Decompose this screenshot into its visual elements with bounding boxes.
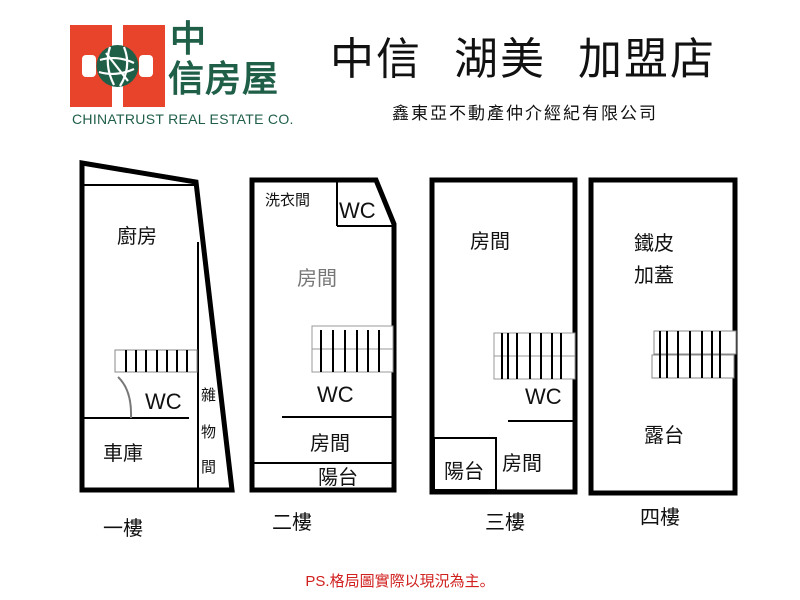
disclaimer-text: 格局圖實際以現況為主。 bbox=[329, 572, 495, 590]
room-bedroom-3f: 房間 bbox=[470, 229, 510, 253]
room-laundry: 洗衣間 bbox=[265, 191, 310, 209]
room-storage-2: 物 bbox=[201, 423, 216, 441]
disclaimer-prefix: PS. bbox=[305, 573, 330, 590]
room-wc-2f-top: WC bbox=[339, 198, 376, 223]
staircase-icon bbox=[493, 332, 576, 380]
floor-label-4f: 四樓 bbox=[640, 505, 680, 529]
logo-brand-en: CHINATRUST REAL ESTATE CO. bbox=[72, 111, 294, 127]
room-storage-1: 雜 bbox=[201, 386, 216, 404]
room-balcony-3f: 陽台 bbox=[444, 459, 484, 483]
staircase-icon bbox=[651, 330, 737, 379]
chinatrust-logo-mark bbox=[70, 25, 165, 107]
disclaimer-note: PS.格局圖實際以現況為主。 bbox=[0, 570, 800, 591]
room-kitchen: 廚房 bbox=[117, 224, 157, 248]
room-balcony-2f: 陽台 bbox=[318, 465, 358, 489]
company-name: 鑫東亞不動產仲介經紀有限公司 bbox=[392, 104, 658, 124]
logo-brand-zh-line1: 中 bbox=[170, 19, 207, 60]
floor-1-plan: 廚房 WC 車庫 雜 物 間 bbox=[79, 160, 235, 493]
door-swing bbox=[117, 376, 133, 419]
room-wc-2f: WC bbox=[317, 382, 354, 407]
room-bedroom-2f: 房間 bbox=[297, 266, 337, 290]
floor-label-3f: 三樓 bbox=[485, 510, 525, 534]
room-wc-1f: WC bbox=[145, 389, 182, 414]
floor-3-plan: 房間 WC 陽台 房間 bbox=[429, 177, 578, 495]
room-storage-3: 間 bbox=[201, 458, 216, 476]
floor-label-1f: 一樓 bbox=[103, 516, 143, 540]
store-title: 中信 湖美 加盟店 bbox=[330, 34, 716, 85]
room-front-3f: 房間 bbox=[502, 451, 542, 475]
room-addition-line2: 加蓋 bbox=[634, 263, 674, 287]
floor-2-outline bbox=[249, 177, 397, 493]
floor-1-outline bbox=[79, 160, 235, 493]
floor-2-plan: 洗衣間 WC 房間 WC 房間 陽台 bbox=[249, 177, 397, 493]
room-terrace: 露台 bbox=[644, 423, 684, 447]
staircase-icon bbox=[311, 325, 394, 373]
room-garage: 車庫 bbox=[103, 441, 143, 465]
floor-4-plan: 鐵皮 加蓋 露台 bbox=[588, 177, 738, 496]
room-wc-3f: WC bbox=[525, 384, 562, 409]
floor-label-2f: 二樓 bbox=[272, 510, 312, 534]
room-addition-line1: 鐵皮 bbox=[634, 231, 674, 255]
room-front-2f: 房間 bbox=[310, 431, 350, 455]
balcony-wall bbox=[433, 437, 497, 491]
logo-brand-zh-line2: 信房屋 bbox=[168, 59, 280, 100]
staircase-icon bbox=[114, 349, 198, 373]
